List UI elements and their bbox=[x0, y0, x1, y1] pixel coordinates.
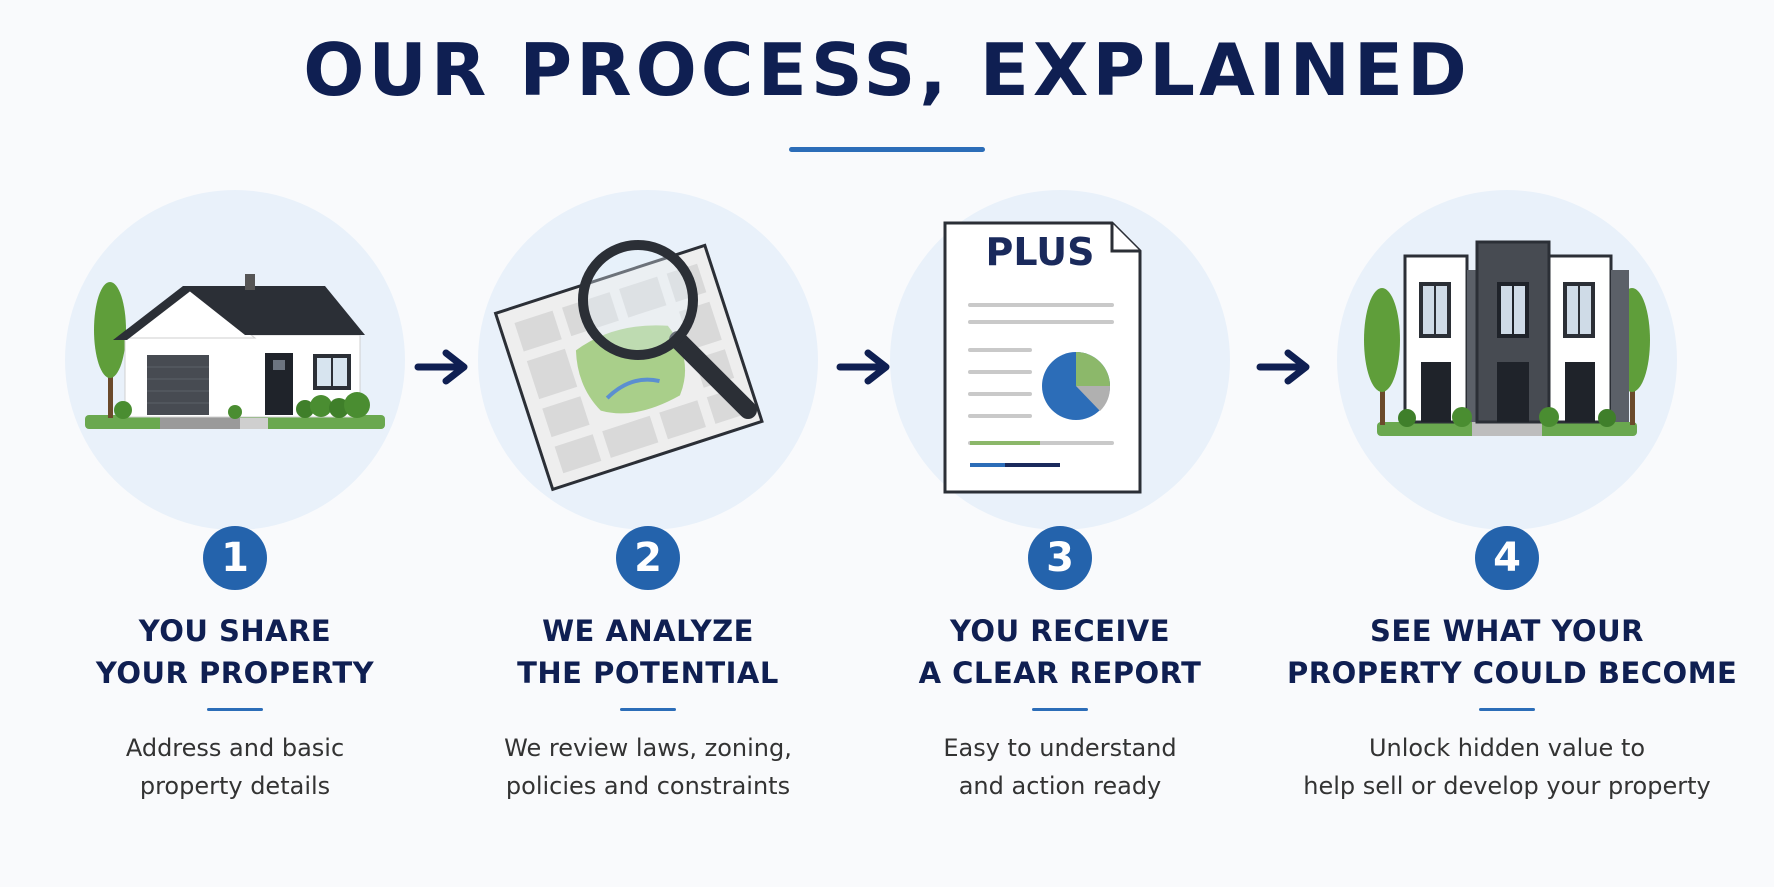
arrow-right-icon bbox=[1256, 349, 1310, 385]
report-document-icon: PLUS bbox=[943, 221, 1142, 494]
step-divider bbox=[620, 708, 676, 711]
step-number-badge: 2 bbox=[616, 526, 680, 590]
step-heading: WE ANALYZE THE POTENTIAL bbox=[428, 610, 868, 694]
map-magnifier-icon bbox=[493, 240, 764, 492]
step-description-line: and action ready bbox=[958, 772, 1162, 800]
step-description-line: property details bbox=[139, 772, 331, 800]
step-description-line: policies and constraints bbox=[505, 772, 791, 800]
step-number-badge: 3 bbox=[1028, 526, 1092, 590]
step-description-line: We review laws, zoning, bbox=[504, 734, 792, 762]
step-heading-line: YOUR PROPERTY bbox=[95, 656, 375, 690]
step-description: Address and basic property details bbox=[15, 729, 455, 805]
step-1: 1 YOU SHARE YOUR PROPERTY Address and ba… bbox=[15, 190, 455, 870]
step-heading-line: THE POTENTIAL bbox=[517, 656, 779, 690]
step-4: 4 SEE WHAT YOUR PROPERTY COULD BECOME Un… bbox=[1287, 190, 1738, 870]
step-description: Unlock hidden value to help sell or deve… bbox=[1287, 729, 1727, 805]
step-divider bbox=[1479, 708, 1535, 711]
step-heading: YOU SHARE YOUR PROPERTY bbox=[15, 610, 455, 694]
house-icon bbox=[85, 274, 385, 429]
step-heading-line: PROPERTY COULD BECOME bbox=[1287, 656, 1738, 690]
step-heading-line: YOU SHARE bbox=[138, 614, 332, 648]
step-description-line: Address and basic bbox=[125, 734, 345, 762]
step-description-line: help sell or develop your property bbox=[1303, 772, 1711, 800]
step-2-illustration bbox=[478, 190, 818, 530]
step-1-illustration bbox=[65, 190, 405, 530]
step-2: 2 WE ANALYZE THE POTENTIAL We review law… bbox=[428, 190, 868, 870]
step-description-line: Unlock hidden value to bbox=[1368, 734, 1646, 762]
step-4-illustration bbox=[1337, 190, 1677, 530]
step-3: PLUS 3 YOU RECEIVE A CLEAR REPORT Easy t… bbox=[840, 190, 1280, 870]
arrow-right-icon bbox=[836, 349, 890, 385]
page-title: OUR PROCESS, EXPLAINED bbox=[303, 28, 1471, 112]
step-description: Easy to understand and action ready bbox=[840, 729, 1280, 805]
step-heading-line: A CLEAR REPORT bbox=[918, 656, 1202, 690]
step-heading-line: WE ANALYZE bbox=[542, 614, 754, 648]
step-description-line: Easy to understand bbox=[943, 734, 1177, 762]
report-title-text: PLUS bbox=[986, 230, 1095, 274]
step-heading: SEE WHAT YOUR PROPERTY COULD BECOME bbox=[1287, 610, 1738, 694]
step-description: We review laws, zoning, policies and con… bbox=[428, 729, 868, 805]
step-divider bbox=[1032, 708, 1088, 711]
step-number-badge: 4 bbox=[1475, 526, 1539, 590]
townhouses-icon bbox=[1364, 240, 1650, 436]
step-number-badge: 1 bbox=[203, 526, 267, 590]
step-divider bbox=[207, 708, 263, 711]
step-heading-line: SEE WHAT YOUR bbox=[1370, 614, 1644, 648]
step-heading-line: YOU RECEIVE bbox=[949, 614, 1171, 648]
arrow-right-icon bbox=[414, 349, 468, 385]
step-3-illustration: PLUS bbox=[890, 190, 1230, 530]
step-heading: YOU RECEIVE A CLEAR REPORT bbox=[840, 610, 1280, 694]
title-underline bbox=[789, 147, 985, 152]
